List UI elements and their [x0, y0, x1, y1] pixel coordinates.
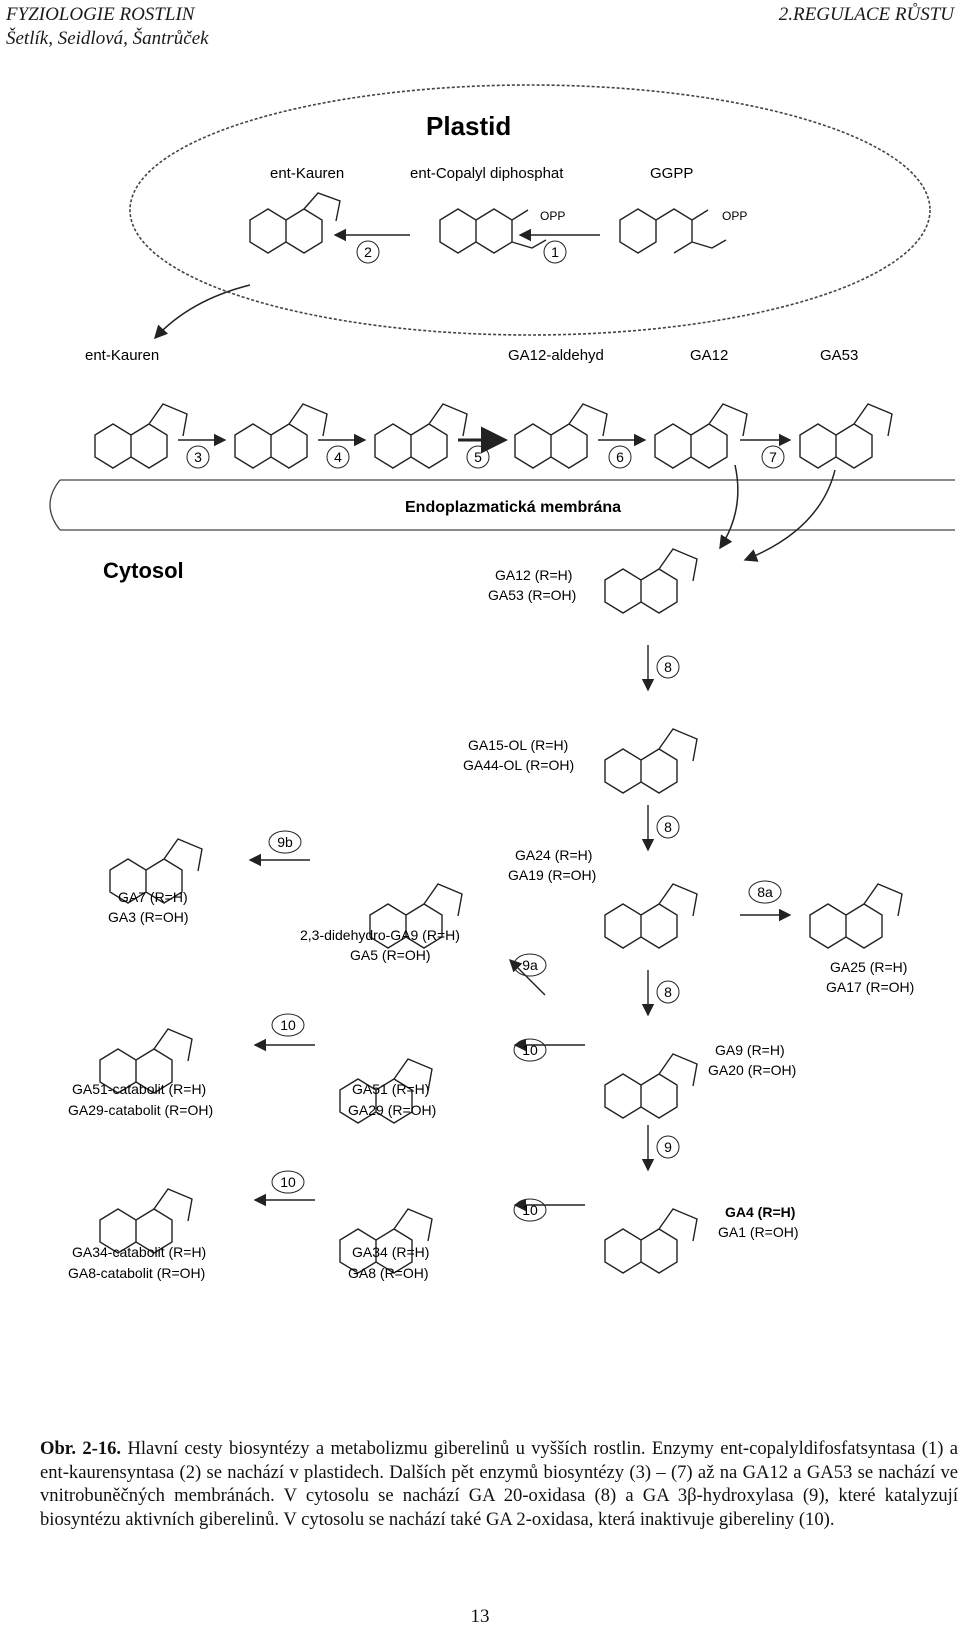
- svg-text:1: 1: [551, 244, 559, 260]
- label-ga51: GA51 (R=H): [352, 1081, 429, 1097]
- label-ga17: GA17 (R=OH): [826, 979, 914, 995]
- label-ga5: GA5 (R=OH): [350, 947, 431, 963]
- label-ga24: GA24 (R=H): [515, 847, 592, 863]
- label-ga8: GA8 (R=OH): [348, 1265, 429, 1281]
- label-ga44-ol: GA44-OL (R=OH): [463, 757, 574, 773]
- label-ga4: GA4 (R=H): [725, 1204, 795, 1220]
- enzyme-circle-8a: 8a: [748, 880, 782, 904]
- ggpp-label: GGPP: [650, 165, 693, 182]
- svg-text:8a: 8a: [757, 884, 773, 900]
- label-ga1: GA1 (R=OH): [718, 1224, 799, 1240]
- svg-text:10: 10: [522, 1202, 538, 1218]
- arrow-ga53-into-cytosol: [743, 469, 836, 562]
- cytosol-label: Cytosol: [103, 558, 184, 583]
- label-ga29-cat: GA29-catabolit (R=OH): [68, 1102, 213, 1118]
- opp-label-2: OPP: [722, 209, 747, 223]
- label-ga3: GA3 (R=OH): [108, 909, 189, 925]
- svg-text:9b: 9b: [277, 834, 293, 850]
- enzyme-circle-9a: 9a: [513, 953, 547, 977]
- ent-kauren-plastid-label: ent-Kauren: [270, 165, 344, 182]
- svg-text:10: 10: [280, 1174, 296, 1190]
- svg-text:9a: 9a: [522, 957, 538, 973]
- enzyme-circle-10-c: 10: [271, 1170, 305, 1194]
- arrow-ga12-into-cytosol: [719, 464, 739, 550]
- header-chapter: 2.REGULACE RŮSTU: [778, 4, 954, 25]
- caption-lead: Obr. 2-16.: [40, 1438, 122, 1459]
- membrane: [49, 479, 955, 531]
- enzyme-circle-10-b: 10: [513, 1038, 547, 1062]
- ent-kauren-label: ent-Kauren: [85, 347, 159, 364]
- svg-text:7: 7: [769, 449, 777, 465]
- label-ga8-cat: GA8-catabolit (R=OH): [68, 1265, 205, 1281]
- header-book-title: FYZIOLOGIE ROSTLIN: [6, 4, 195, 25]
- enzyme-circle-10-a: 10: [271, 1013, 305, 1037]
- label-ga53: GA53 (R=OH): [488, 587, 576, 603]
- figure-caption: Obr. 2-16. Hlavní cesty biosyntézy a met…: [40, 1437, 958, 1531]
- svg-text:9: 9: [664, 1139, 672, 1155]
- arrow-plastid-out: [153, 284, 251, 340]
- svg-text:10: 10: [522, 1042, 538, 1058]
- ga12-aldehyd-label: GA12-aldehyd: [508, 347, 604, 364]
- enzyme-circle-9: 9: [656, 1135, 680, 1159]
- enzyme-circle-9b: 9b: [268, 830, 302, 854]
- gibberellin-pathway-figure: Plastid ent-Kauren ent-Copalyl diphospha…: [49, 84, 955, 1281]
- label-ga7: GA7 (R=H): [118, 889, 188, 905]
- enzyme-circle-8-a: 8: [656, 655, 680, 679]
- svg-text:4: 4: [334, 449, 342, 465]
- enzyme-circle-10-d: 10: [513, 1198, 547, 1222]
- label-ga12: GA12 (R=H): [495, 567, 572, 583]
- svg-text:8: 8: [664, 984, 672, 1000]
- central-structures: [99, 548, 903, 1274]
- label-ga9: GA9 (R=H): [715, 1042, 785, 1058]
- label-ga19: GA19 (R=OH): [508, 867, 596, 883]
- svg-text:8: 8: [664, 819, 672, 835]
- svg-text:2: 2: [364, 244, 372, 260]
- membrane-label-box: [398, 493, 668, 519]
- enzyme-circle-4: 4: [326, 445, 350, 469]
- svg-text:8: 8: [664, 659, 672, 675]
- label-ga15-ol: GA15-OL (R=H): [468, 737, 568, 753]
- side-arrows: [248, 853, 792, 1212]
- label-ga29: GA29 (R=OH): [348, 1102, 436, 1118]
- enzyme-circle-6: 6: [608, 445, 632, 469]
- enzyme-circle-8-c: 8: [656, 980, 680, 1004]
- enzyme-circle-7: 7: [761, 445, 785, 469]
- label-ga20: GA20 (R=OH): [708, 1062, 796, 1078]
- svg-text:3: 3: [194, 449, 202, 465]
- enzyme-circle-1: 1: [543, 240, 567, 264]
- enzyme-circle-3: 3: [186, 445, 210, 469]
- label-didehydro: 2,3-didehydro-GA9 (R=H): [300, 927, 460, 943]
- svg-text:5: 5: [474, 449, 482, 465]
- ent-copalyl-label: ent-Copalyl diphosphat: [410, 165, 564, 182]
- plastid-label: Plastid: [426, 111, 511, 141]
- caption-text: Hlavní cesty biosyntézy a metabolizmu gi…: [40, 1438, 958, 1530]
- svg-text:10: 10: [280, 1017, 296, 1033]
- ga53-label: GA53: [820, 347, 858, 364]
- label-ga34-cat: GA34-catabolit (R=H): [72, 1244, 206, 1260]
- header-authors: Šetlík, Seidlová, Šantrůček: [6, 28, 209, 49]
- membrane-label: Endoplazmatická membrána: [405, 499, 621, 516]
- opp-label-1: OPP: [540, 209, 565, 223]
- row2-structures: [94, 403, 893, 469]
- enzyme-circle-5: 5: [466, 445, 490, 469]
- label-ga34: GA34 (R=H): [352, 1244, 429, 1260]
- enzyme-circle-2: 2: [356, 240, 380, 264]
- plastid-structures: [249, 192, 727, 254]
- plastid-outline: [129, 84, 931, 336]
- label-ga25: GA25 (R=H): [830, 959, 907, 975]
- enzyme-circle-8-b: 8: [656, 815, 680, 839]
- label-ga51-cat: GA51-catabolit (R=H): [72, 1081, 206, 1097]
- svg-text:6: 6: [616, 449, 624, 465]
- ga12-label: GA12: [690, 347, 728, 364]
- page-number: 13: [470, 1606, 490, 1627]
